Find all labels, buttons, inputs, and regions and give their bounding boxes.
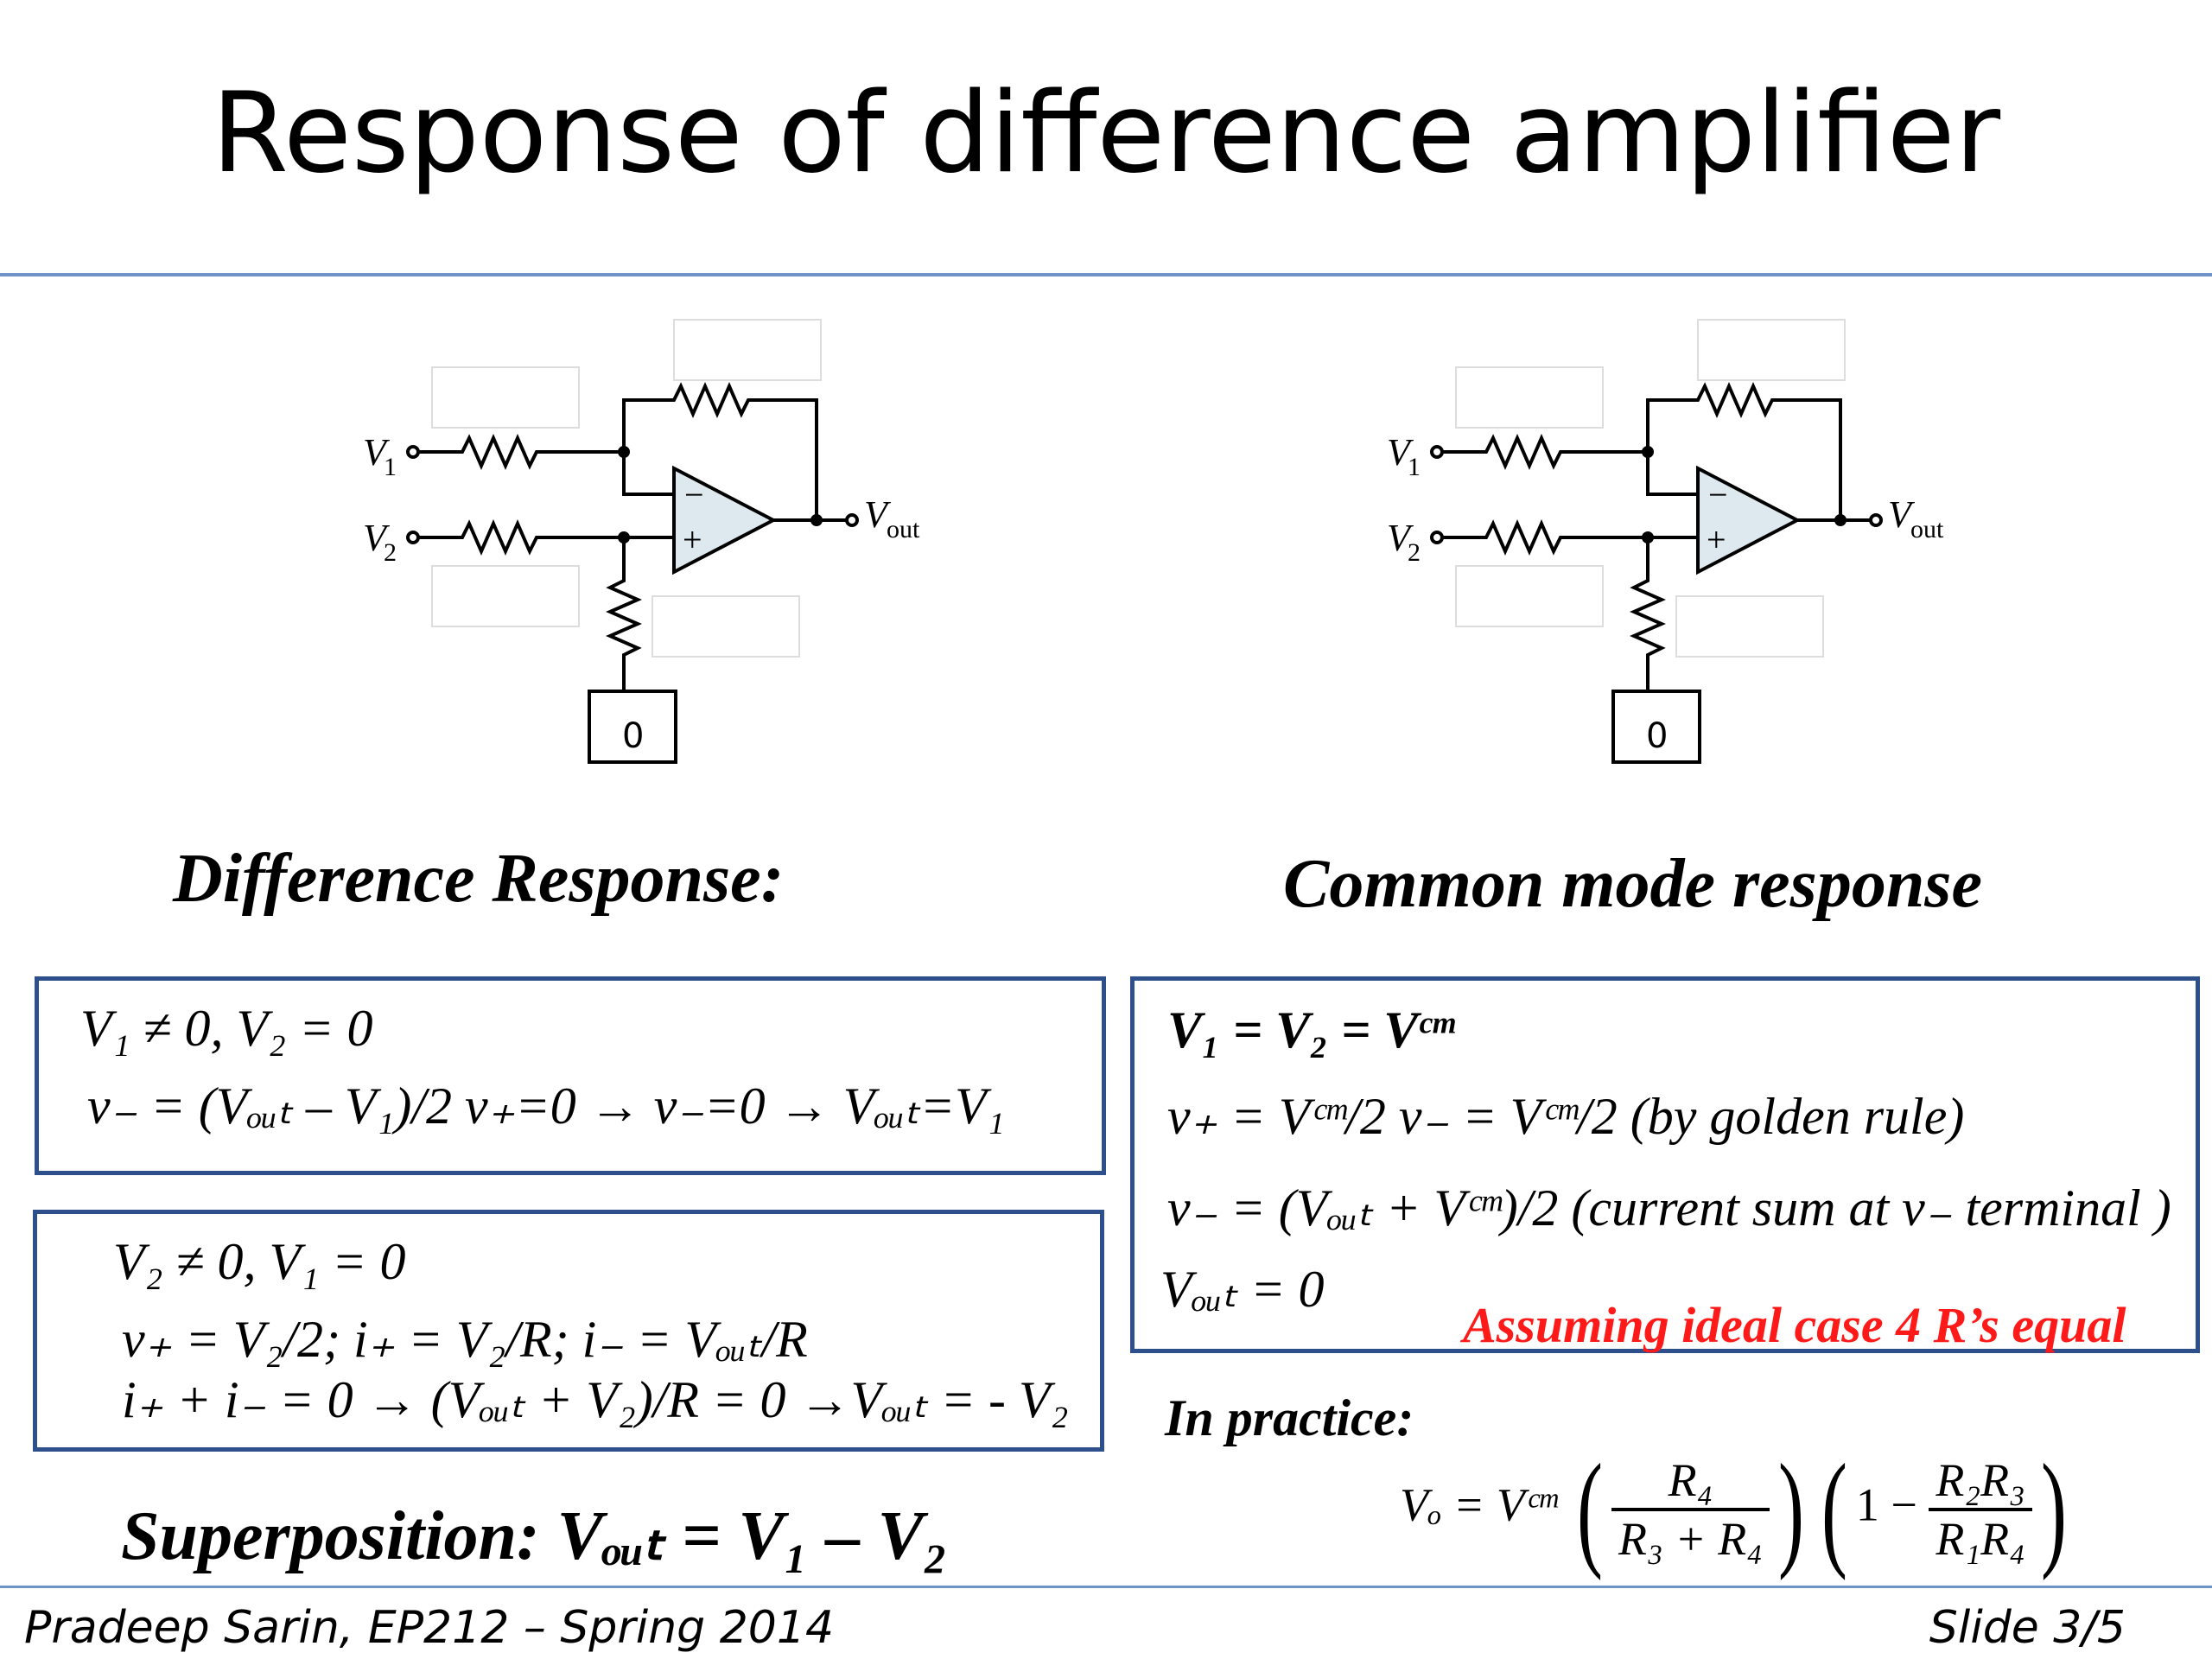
ground-label: 0 (622, 716, 644, 756)
v1-condition: V₁ ≠ 0, V₂ = 0 (80, 1000, 373, 1057)
inverting-sign: − (684, 475, 704, 514)
fraction-r4-denominator: R₃ + R₄ (1618, 1513, 1763, 1565)
v1-derivation: v₋ = (Vₒᵤₜ – V₁)/2 v₊=0 → v₋=0 → Vₒᵤₜ=V₁ (87, 1077, 1005, 1135)
cm-current-sum: v₋ = (Vₒᵤₜ + Vᶜᵐ)/2 (current sum at v₋ t… (1167, 1179, 2171, 1236)
cm-condition: V₁ = V₂ = Vᶜᵐ (1167, 1001, 1455, 1058)
common-mode-heading: Common mode response (1283, 846, 1982, 922)
v2-subscript: 2 (384, 538, 397, 567)
in-practice-label: In practice: (1165, 1389, 1414, 1446)
v2-derivation-line2: i₊ + i₋ = 0 → (Vₒᵤₜ + V₂)/R = 0 →Vₒᵤₜ = … (122, 1371, 1069, 1428)
vout-label: V (864, 493, 892, 536)
right-paren: ) (1777, 1438, 1804, 1581)
difference-v2-box: V₂ ≠ 0, V₁ = 0 v₊ = V₂/2; i₊ = V₂/R; i₋ … (33, 1210, 1104, 1452)
left-paren: ( (1577, 1438, 1604, 1581)
difference-amp-circuit-left: V 1 V 2 V out − + 0 (363, 319, 920, 764)
footer-author: Pradeep Sarin, EP212 – Spring 2014 (24, 1602, 835, 1654)
superposition-result: Superposition: Vₒᵤₜ = V₁ – V₂ (121, 1498, 948, 1574)
footer-divider (0, 1586, 2212, 1588)
fraction-r4-numerator: R₄ (1611, 1452, 1770, 1511)
v2-condition: V₂ ≠ 0, V₁ = 0 (113, 1233, 406, 1290)
cm-vout-zero: Vₒᵤₜ = 0 (1160, 1261, 1325, 1318)
v1-label: V (1387, 431, 1414, 474)
right-paren: ) (2040, 1438, 2067, 1581)
v2-subscript: 2 (1408, 538, 1421, 567)
noninverting-sign: + (683, 520, 702, 559)
title-divider (0, 273, 2212, 276)
footer-slide-number: Slide 3/5 (1929, 1602, 2126, 1654)
difference-heading: Difference Response: (173, 841, 785, 917)
formula-lhs: Vₒ = Vᶜᵐ (1400, 1478, 1557, 1531)
one-minus: 1 − (1855, 1478, 1917, 1531)
difference-v1-box: V₁ ≠ 0, V₂ = 0 v₋ = (Vₒᵤₜ – V₁)/2 v₊=0 →… (35, 976, 1106, 1175)
fraction-ratio-denominator: R₁R₄ (1936, 1513, 2025, 1565)
ideal-assumption-note: Assuming ideal case 4 R’s equal (1463, 1297, 2126, 1353)
v1-subscript: 1 (384, 453, 397, 481)
left-paren: ( (1821, 1438, 1847, 1581)
v2-label: V (363, 517, 391, 559)
v1-subscript: 1 (1408, 453, 1421, 481)
slide-title: Response of difference amplifier (211, 69, 2001, 198)
vout-subscript: out (1910, 515, 1944, 543)
ground-label: 0 (1646, 716, 1668, 756)
common-mode-box: V₁ = V₂ = Vᶜᵐ v₊ = Vᶜᵐ/2 v₋ = Vᶜᵐ/2 (by … (1130, 976, 2200, 1353)
v2-derivation-line1: v₊ = V₂/2; i₊ = V₂/R; i₋ = Vₒᵤₜ/R (122, 1311, 808, 1368)
v1-label: V (363, 431, 391, 474)
vout-subscript: out (887, 515, 920, 543)
fraction-ratio-numerator: R₂R₃ (1929, 1452, 2032, 1511)
cm-vplus-vminus: v₊ = Vᶜᵐ/2 v₋ = Vᶜᵐ/2 (by golden rule) (1167, 1088, 1965, 1145)
noninverting-sign: + (1707, 520, 1726, 559)
difference-amp-circuit-right: V 1 V 2 V out − + 0 (1387, 319, 1944, 764)
inverting-sign: − (1708, 475, 1728, 514)
vout-label: V (1888, 493, 1916, 536)
v2-label: V (1387, 517, 1414, 559)
